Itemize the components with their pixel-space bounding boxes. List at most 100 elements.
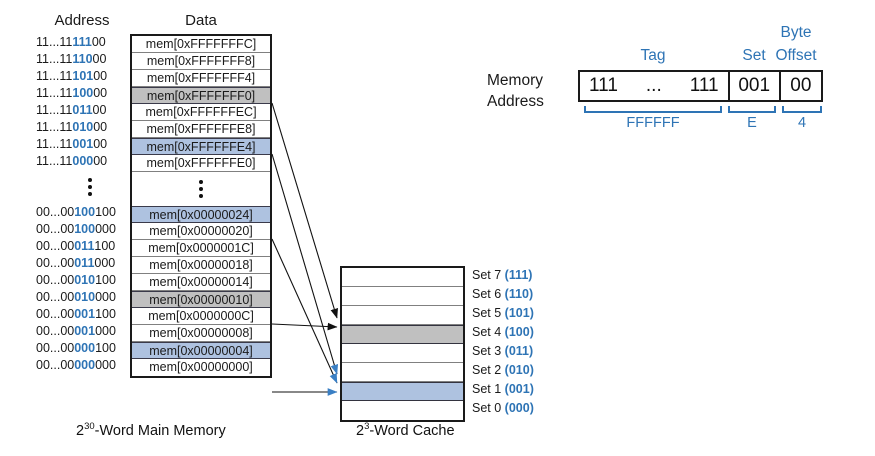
main-memory-caption-exponent: 30 [84, 421, 95, 432]
set-hex-value: E [747, 115, 757, 131]
data-column-header: Data [185, 12, 217, 29]
addr-tag-bits: 00...00 [36, 205, 75, 219]
set-field-label: Set [742, 47, 766, 64]
memory-row: mem[0x00000024] [132, 206, 270, 223]
addr-offset-bits: 000 [95, 290, 116, 304]
addr-tag-bits: 11...11 [36, 86, 73, 100]
memory-row: mem[0x0000000C] [132, 308, 270, 325]
address-ellipsis [56, 170, 124, 204]
memory-address-bit-box: 111 ... 111 001 00 [578, 70, 823, 102]
addr-tag-bits: 11...11 [36, 35, 73, 49]
memory-address-label-row: 11...1111100 [36, 34, 128, 51]
set-name: Set 5 [472, 306, 502, 320]
set-name: Set 2 [472, 363, 502, 377]
set-binary: (001) [504, 382, 534, 396]
addr-offset-bits: 00 [92, 103, 107, 117]
set-binary: (010) [504, 363, 534, 377]
memory-address-label-row: 11...1110100 [36, 68, 128, 85]
addr-offset-bits: 100 [95, 341, 116, 355]
cache-set-label: Set 4 (100) [472, 323, 534, 342]
memory-row: mem[0xFFFFFFE4] [132, 138, 270, 155]
addr-set-bits: 011 [72, 103, 93, 117]
addr-set-bits: 011 [74, 256, 95, 270]
main-memory-caption-base: 2 [76, 422, 85, 439]
address-column-header: Address [54, 12, 110, 29]
cache-row [342, 306, 463, 325]
addr-offset-bits: 00 [93, 154, 108, 168]
addr-offset-bits: 100 [95, 307, 116, 321]
memory-row: mem[0xFFFFFFE8] [132, 121, 270, 138]
memory-address-label-row: 00...00001100 [36, 306, 128, 323]
set-binary: (100) [504, 325, 534, 339]
addr-offset-bits: 00 [91, 35, 106, 49]
main-memory-caption-rest: -Word Main Memory [94, 422, 226, 439]
memory-address-label-row: 11...1110000 [36, 85, 128, 102]
memory-row: mem[0xFFFFFFFC] [132, 36, 270, 53]
tag-bits-cell: 111 ... 111 [580, 72, 728, 100]
addr-offset-bits: 00 [92, 52, 107, 66]
addr-offset-bits: 100 [95, 273, 116, 287]
addr-set-bits: 001 [74, 307, 96, 321]
set-binary: (101) [504, 306, 534, 320]
set-name: Set 0 [472, 401, 502, 415]
addr-tag-bits: 11...11 [36, 137, 73, 151]
addr-set-bits: 010 [74, 290, 96, 304]
memory-ellipsis [132, 172, 270, 206]
cache-set-label: Set 1 (001) [472, 380, 534, 399]
addr-tag-bits: 11...11 [36, 154, 73, 168]
cache-set-label: Set 5 (101) [472, 304, 534, 323]
set-binary: (011) [504, 344, 534, 358]
addr-tag-bits: 00...00 [36, 222, 75, 236]
memory-address-label-row: 00...00011100 [36, 238, 128, 255]
memory-row: mem[0xFFFFFFEC] [132, 104, 270, 121]
cache-set-label: Set 3 (011) [472, 342, 534, 361]
offset-hex-value: 4 [797, 115, 807, 131]
addr-tag-bits: 00...00 [36, 324, 75, 338]
set-name: Set 1 [472, 382, 502, 396]
main-memory-table: mem[0xFFFFFFFC]mem[0xFFFFFFF8]mem[0xFFFF… [130, 34, 272, 378]
memory-address-label-row: 11...1100100 [36, 136, 128, 153]
addr-tag-bits: 00...00 [36, 273, 75, 287]
addr-tag-bits: 11...11 [36, 103, 73, 117]
byte-offset-field-label-line2: Offset [775, 47, 817, 64]
set-binary: (110) [504, 287, 534, 301]
memory-row: mem[0x00000018] [132, 257, 270, 274]
cache-set-label: Set 7 (111) [472, 266, 534, 285]
addr-offset-bits: 00 [93, 69, 108, 83]
addr-tag-bits: 00...00 [36, 358, 75, 372]
tag-bits-right: 111 [689, 75, 719, 96]
addr-set-bits: 111 [72, 35, 92, 49]
memory-row: mem[0xFFFFFFF4] [132, 70, 270, 87]
addr-tag-bits: 00...00 [36, 307, 75, 321]
memory-row: mem[0xFFFFFFF8] [132, 53, 270, 70]
cache-caption: 23-Word Cache [356, 421, 455, 439]
byte-offset-field-label-line1: Byte [780, 24, 812, 41]
memory-address-label-row: 00...00010000 [36, 289, 128, 306]
cache-row [342, 344, 463, 363]
memory-row: mem[0xFFFFFFE0] [132, 155, 270, 172]
memory-address-label-row: 00...00100100 [36, 204, 128, 221]
offset-hex-brace [782, 106, 822, 113]
addr-tag-bits: 11...11 [36, 52, 73, 66]
cache-table [340, 266, 465, 422]
memory-address-label-row: 11...1101100 [36, 102, 128, 119]
memory-row: mem[0x00000014] [132, 274, 270, 291]
memory-address-label-line2: Address [487, 93, 544, 110]
memory-row: mem[0x00000000] [132, 359, 270, 376]
memory-row: mem[0x00000004] [132, 342, 270, 359]
addr-tag-bits: 00...00 [36, 290, 75, 304]
tag-bits-left: 111 [589, 75, 618, 96]
addr-offset-bits: 000 [94, 256, 116, 270]
set-name: Set 4 [472, 325, 502, 339]
cache-set-label: Set 6 (110) [472, 285, 534, 304]
cache-set-label: Set 2 (010) [472, 361, 534, 380]
memory-row: mem[0xFFFFFFF0] [132, 87, 270, 104]
memory-address-label-row: 11...1100000 [36, 153, 128, 170]
addr-tag-bits: 00...00 [36, 341, 75, 355]
addr-set-bits: 010 [72, 120, 94, 134]
addr-set-bits: 001 [72, 137, 94, 151]
cache-row [342, 287, 463, 306]
addr-set-bits: 101 [72, 69, 94, 83]
cache-row [342, 268, 463, 287]
